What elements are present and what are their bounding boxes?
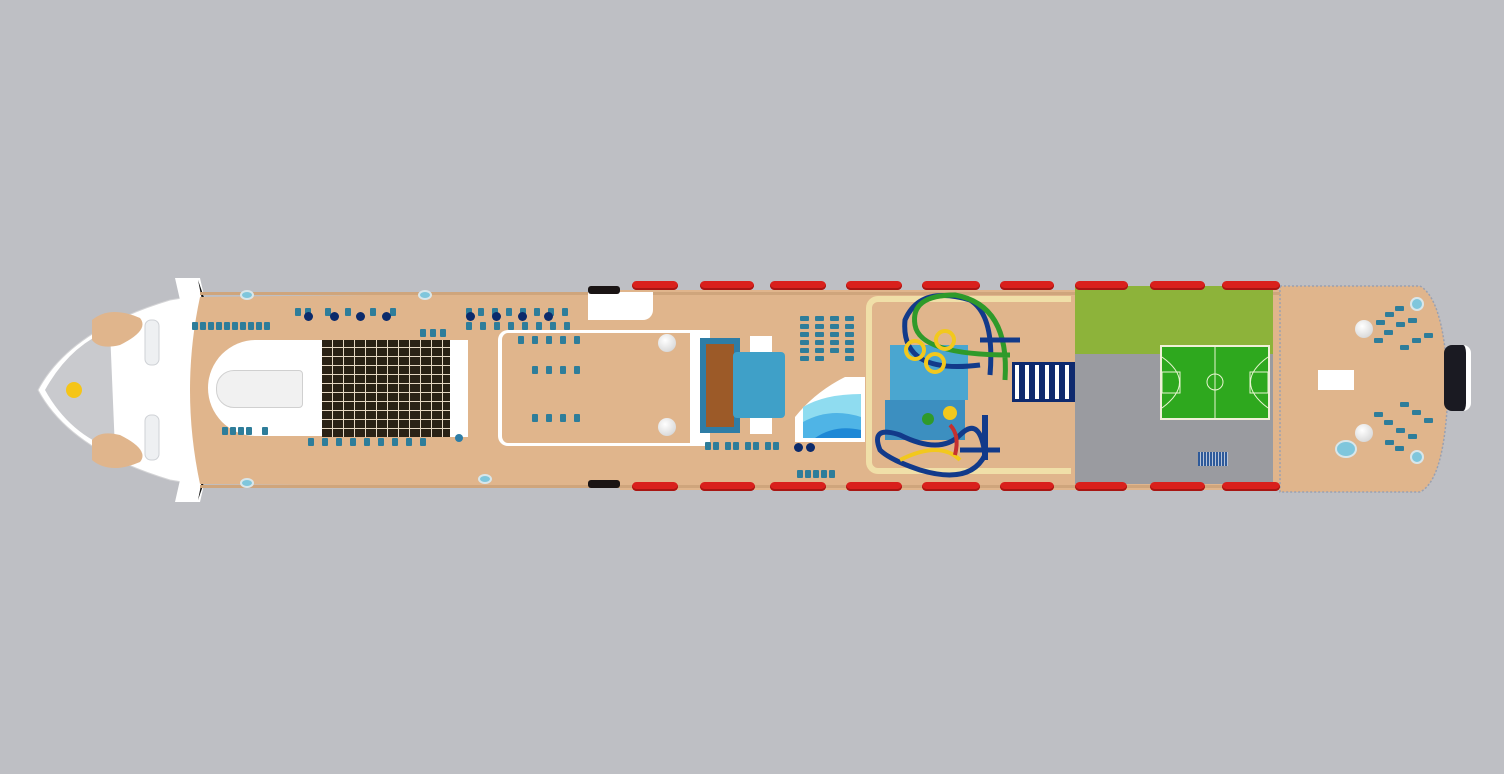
lifeboat bbox=[846, 482, 902, 491]
lifeboat bbox=[1000, 482, 1054, 491]
bow-marker-icon bbox=[66, 382, 82, 398]
lifeboat bbox=[1222, 482, 1280, 491]
roof-side-structure bbox=[450, 340, 468, 437]
jacuzzi-icon bbox=[478, 474, 492, 484]
lifeboat bbox=[1075, 482, 1127, 491]
dome-icon bbox=[658, 334, 676, 352]
mid-deck-lounge bbox=[498, 330, 710, 446]
wave-pool bbox=[795, 377, 865, 442]
stern-center-bar bbox=[1318, 370, 1354, 390]
lifeboat bbox=[1000, 281, 1054, 290]
lifeboat bbox=[632, 482, 678, 491]
court-lines bbox=[1161, 347, 1269, 418]
lifeboat bbox=[846, 281, 902, 290]
glass-roof-panels bbox=[322, 340, 452, 437]
tender-boat bbox=[588, 286, 620, 294]
jacuzzi-icon bbox=[240, 290, 254, 300]
lifeboat bbox=[700, 281, 754, 290]
jacuzzi-icon bbox=[1410, 450, 1424, 464]
lifeboat bbox=[922, 281, 980, 290]
jacuzzi-icon bbox=[1410, 297, 1424, 311]
dome-icon bbox=[1355, 424, 1373, 442]
lifeboat bbox=[1222, 281, 1280, 290]
stern-funnel bbox=[1444, 345, 1471, 411]
pool-end-white bbox=[750, 336, 772, 352]
pool-end-white bbox=[750, 418, 772, 434]
forward-deckhouse-detail bbox=[216, 370, 303, 408]
main-pool bbox=[733, 352, 785, 418]
jacuzzi-icon bbox=[1335, 440, 1357, 458]
dome-icon bbox=[658, 418, 676, 436]
jacuzzi-icon bbox=[240, 478, 254, 488]
bench-icon bbox=[1198, 452, 1228, 466]
lifeboat bbox=[1150, 281, 1205, 290]
waterslides bbox=[875, 292, 1020, 478]
lifeboat bbox=[632, 281, 678, 290]
lifeboat bbox=[922, 482, 980, 491]
lifeboat bbox=[1150, 482, 1205, 491]
sports-court bbox=[1160, 345, 1270, 420]
lifeboat bbox=[1075, 281, 1128, 290]
dome-icon bbox=[1355, 320, 1373, 338]
lifeboat bbox=[770, 482, 826, 491]
lawn-area bbox=[1075, 286, 1273, 354]
lifeboat bbox=[770, 281, 826, 290]
lifeboat bbox=[700, 482, 755, 491]
tender-boat bbox=[588, 480, 620, 488]
forward-white-shade bbox=[588, 292, 653, 320]
jacuzzi-icon bbox=[418, 290, 432, 300]
